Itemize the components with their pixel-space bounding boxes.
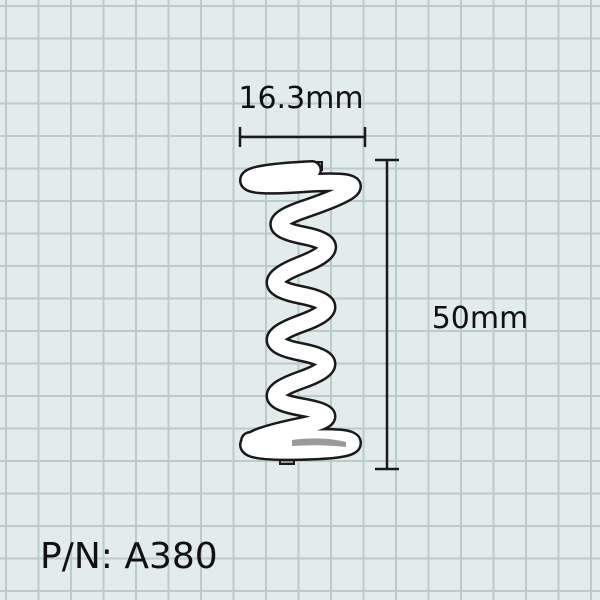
length-label: 50mm (432, 301, 529, 336)
length-dimension: 50mm (375, 158, 529, 471)
diameter-dimension: 16.3mm (238, 81, 367, 147)
diameter-label: 16.3mm (238, 81, 363, 116)
spring-end-shade (292, 438, 346, 447)
spring-coil (241, 162, 360, 459)
part-number-label: P/N: A380 (40, 536, 218, 577)
compression-spring (239, 160, 362, 465)
